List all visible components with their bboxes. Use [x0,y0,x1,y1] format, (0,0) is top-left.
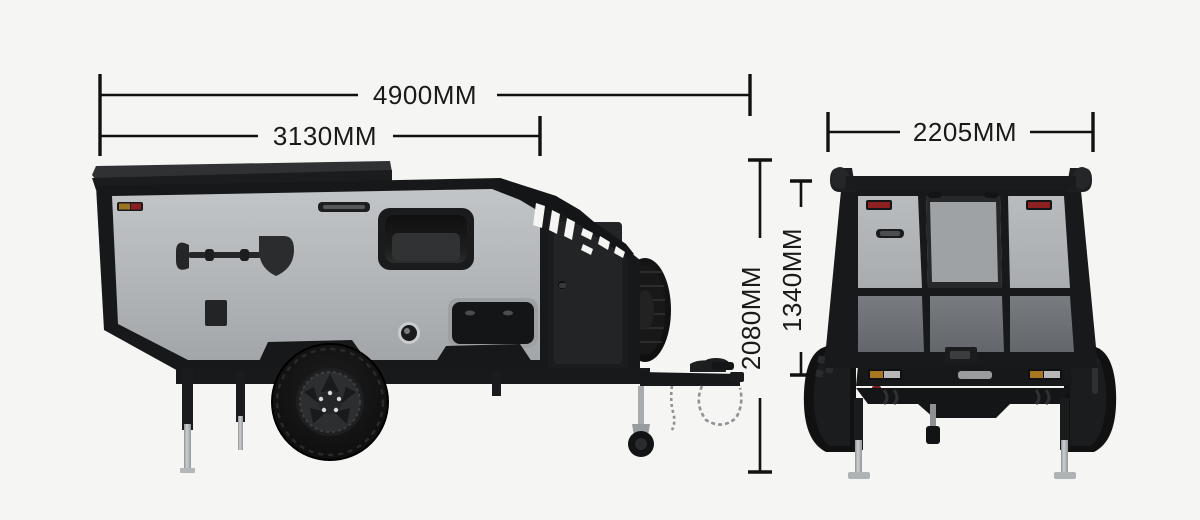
storage-hatch [448,298,538,348]
roof-corner-cap [830,167,1092,192]
dimension-overall-width: 2205MM [826,112,1095,152]
access-panel [205,300,227,326]
rear-lower-panels [858,296,1074,352]
dimension-body-height: 1340MM [777,179,812,377]
jockey-wheel [628,386,654,457]
dimension-body-length: 3130MM [98,116,542,156]
chassis-rail [176,368,650,384]
rear-marker-light-right [1026,200,1052,210]
shovel [176,236,294,276]
dimension-label-body-height: 1340MM [777,228,807,332]
road-wheel [271,343,389,461]
license-recess [945,347,977,363]
stabilizer-leg-2 [236,372,245,450]
dimension-label-overall-length: 4900MM [373,80,477,110]
coupler [702,358,744,382]
fender-rear [432,344,536,368]
door-handle [876,229,904,238]
rear-wheel-right [1064,346,1117,452]
safety-chain [669,385,743,431]
rear-bumper [856,366,1072,386]
dimension-label-body-length: 3130MM [273,121,377,151]
rear-view [803,167,1117,479]
suspension [856,388,1072,444]
roof-rack [500,178,634,258]
rear-marker-light-left [866,200,892,210]
stabilizer-leg [180,368,195,473]
side-view [92,161,744,473]
grab-handle [318,202,370,212]
rear-stabilizer-right [1054,398,1076,479]
rear-wheel-left [803,346,856,452]
rear-door [548,212,628,370]
rear-stabilizer-left [848,398,870,479]
fuel-cap [398,322,420,344]
tail-light-right [1028,369,1062,380]
dimension-label-overall-width: 2205MM [913,117,1017,147]
stabilizer-leg-rear [492,372,501,396]
dimension-label-overall-height: 2080MM [736,266,766,370]
front-marker-light [117,202,143,211]
dimension-overall-height: 2080MM [736,158,772,474]
side-window [378,208,474,270]
upper-hatch [926,191,1002,288]
dimension-overall-length: 4900MM [98,74,752,116]
